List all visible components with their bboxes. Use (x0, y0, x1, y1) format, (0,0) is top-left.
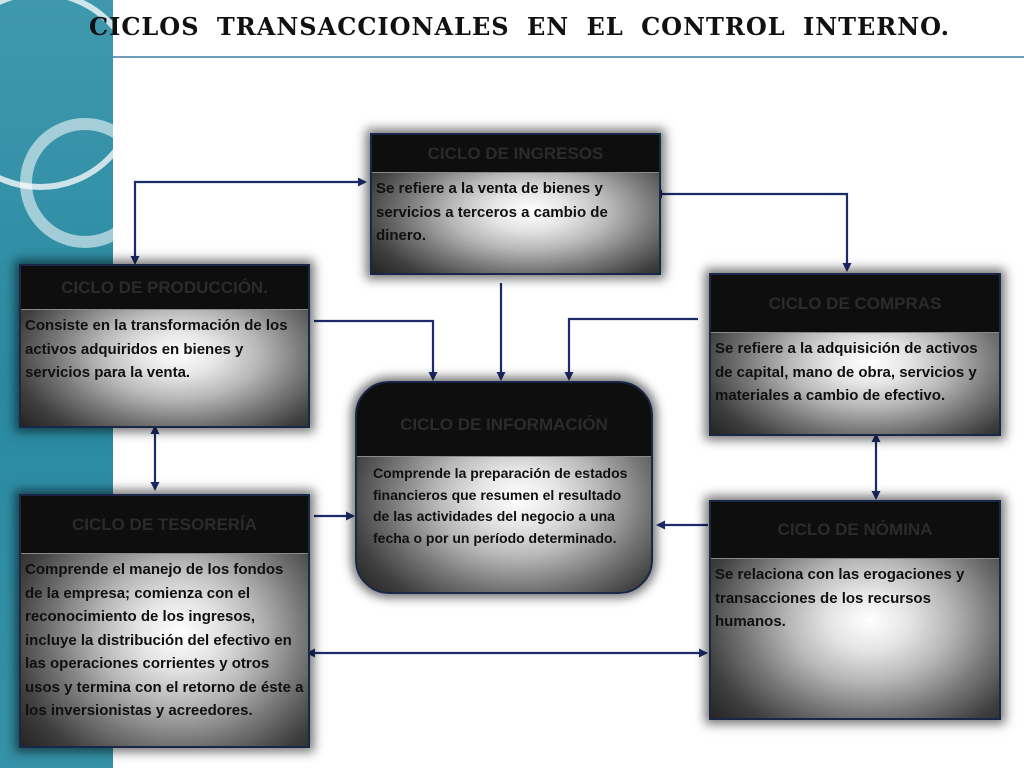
ciclo-tesoreria-title: CICLO DE TESORERÍA (21, 496, 308, 554)
ciclo-produccion-box: CICLO DE PRODUCCIÓN. Consiste en la tran… (19, 264, 310, 428)
ciclo-informacion-box: CICLO DE INFORMACIÓN Comprende la prepar… (355, 381, 653, 594)
ciclo-tesoreria-box: CICLO DE TESORERÍA Comprende el manejo d… (19, 494, 310, 748)
ciclo-nomina-title: CICLO DE NÓMINA (711, 502, 999, 559)
ciclo-ingresos-text: Se refiere a la venta de bienes y servic… (376, 180, 608, 244)
ciclo-ingresos-title: CICLO DE INGRESOS (372, 135, 659, 173)
ciclo-nomina-text: Se relaciona con las erogaciones y trans… (715, 566, 965, 630)
ciclo-tesoreria-text: Comprende el manejo de los fondos de la … (25, 561, 304, 719)
ciclo-ingresos-box: CICLO DE INGRESOS Se refiere a la venta … (370, 133, 661, 275)
arrow-ingresos-compras (653, 189, 852, 272)
title-bar: CICLOS TRANSACCIONALES EN EL CONTROL INT… (89, 0, 1024, 58)
arrow-produccion-ingresos (130, 177, 367, 265)
ciclo-nomina-box: CICLO DE NÓMINA Se relaciona con las ero… (709, 500, 1001, 720)
ciclo-produccion-title: CICLO DE PRODUCCIÓN. (21, 266, 308, 310)
ciclo-compras-text: Se refiere a la adquisición de activos d… (715, 340, 978, 404)
ciclo-informacion-title: CICLO DE INFORMACIÓN (357, 383, 651, 457)
ciclo-compras-title: CICLO DE COMPRAS (711, 275, 999, 333)
ciclo-compras-box: CICLO DE COMPRAS Se refiere a la adquisi… (709, 273, 1001, 436)
page-title: CICLOS TRANSACCIONALES EN EL CONTROL INT… (89, 12, 951, 41)
ciclo-produccion-text: Consiste en la transformación de los act… (25, 317, 288, 381)
arrow-produccion-informacion (314, 319, 438, 381)
arrow-compras-informacion (564, 317, 698, 381)
ciclo-informacion-text: Comprende la preparación de estados fina… (373, 465, 628, 546)
